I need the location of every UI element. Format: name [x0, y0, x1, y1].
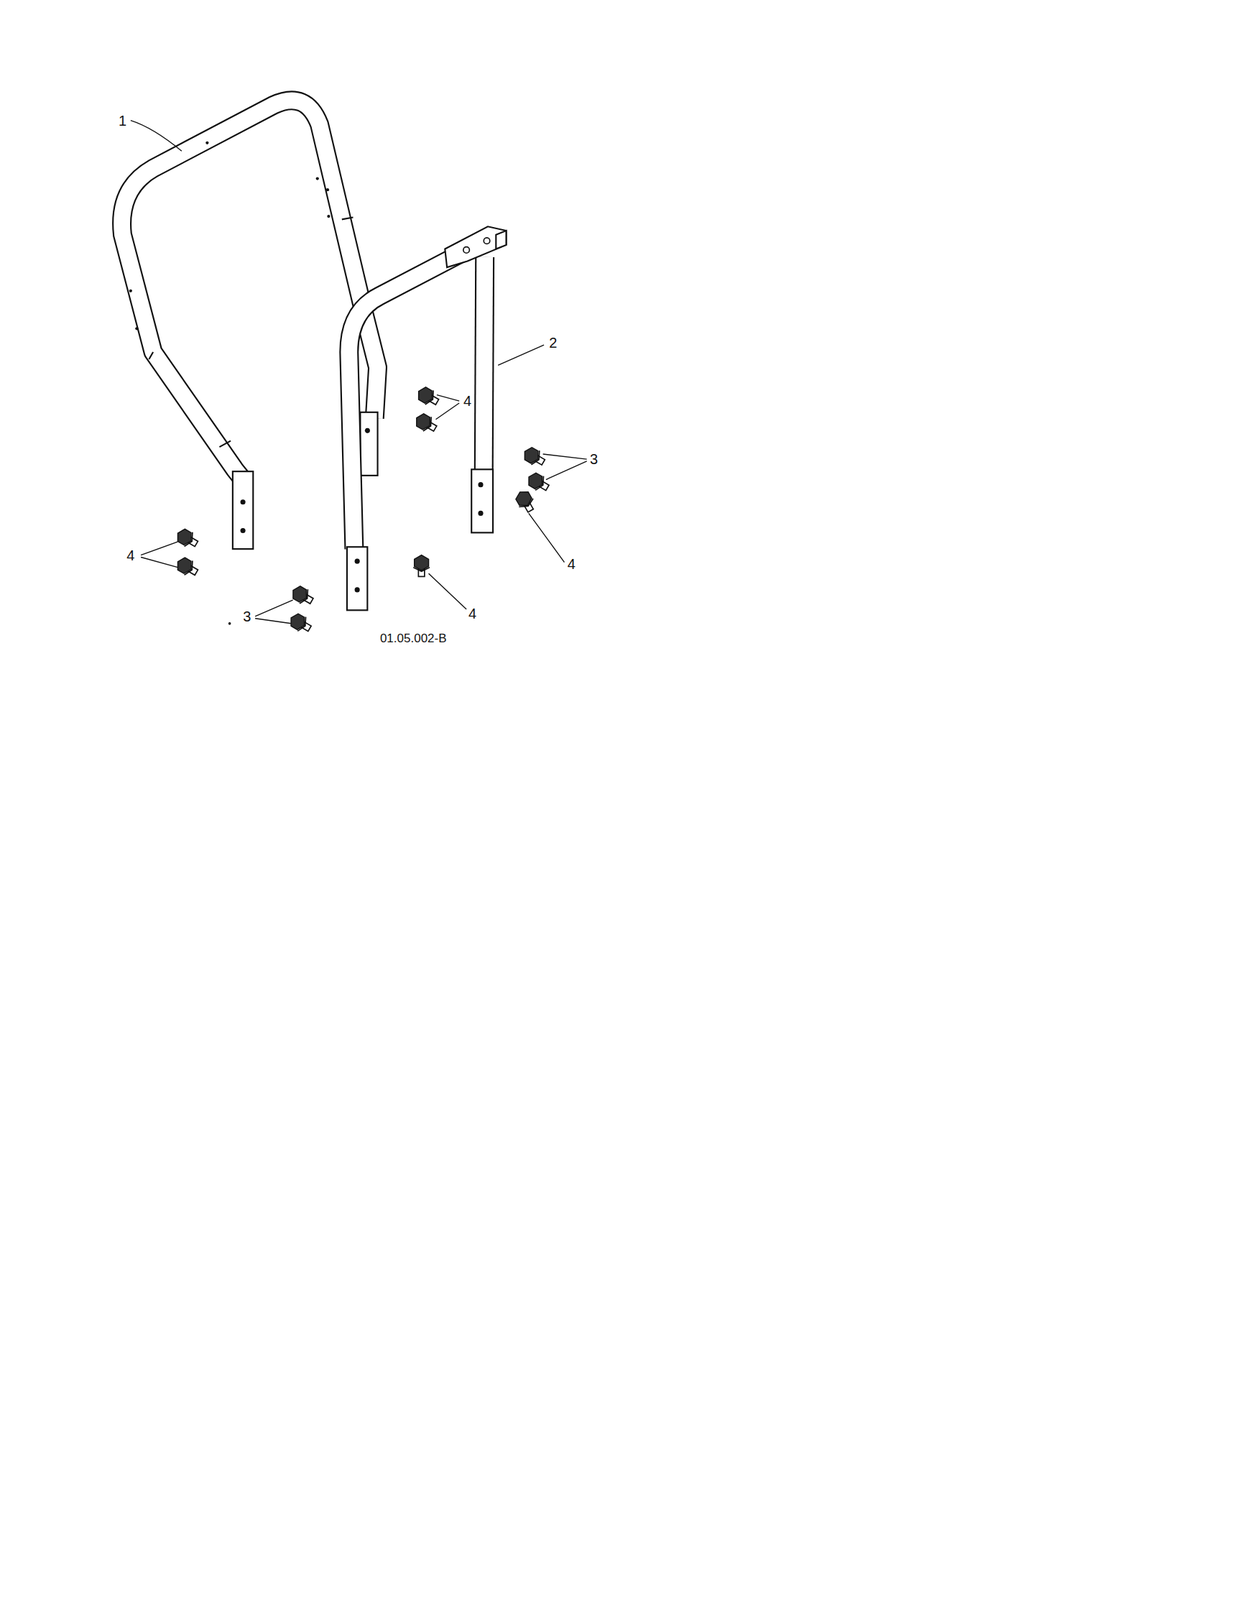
callout-number: 4 [467, 606, 478, 621]
figure-code: 01.05.002-B [379, 631, 448, 644]
bolt-set [173, 384, 552, 636]
roll-bar-hoop [122, 100, 378, 549]
callout-number: 2 [548, 335, 558, 350]
callout-number: 4 [566, 556, 577, 572]
callout-number: 4 [125, 548, 136, 563]
callout-number: 1 [117, 113, 128, 128]
leader-lines [130, 120, 588, 625]
callout-number: 3 [589, 451, 599, 467]
callout-number: 4 [462, 393, 473, 409]
roll-bar-support [347, 226, 507, 611]
callout-number: 3 [242, 609, 252, 624]
